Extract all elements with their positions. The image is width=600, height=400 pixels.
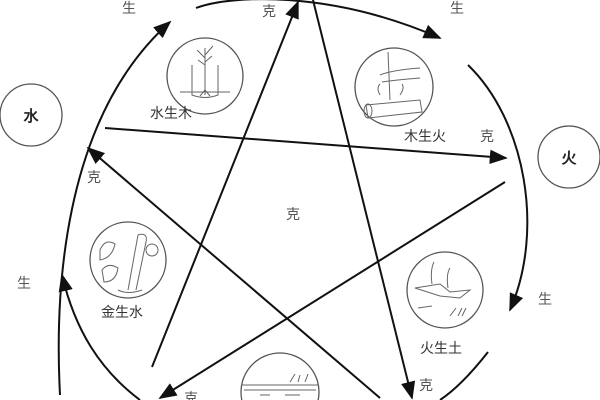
- ke-line-apex-to-bottom-right: [312, 0, 416, 400]
- sheng-arc-bottom-left: [58, 273, 141, 400]
- ash-and-grass-icon: [406, 251, 484, 329]
- ke-label-top: 克: [262, 4, 276, 20]
- sheng-cycle: [57, 0, 529, 400]
- element-fire-label: 火: [561, 149, 577, 167]
- fire-drill-on-log-icon: [354, 47, 434, 127]
- ke-line-bottom-to-apex: [151, 0, 299, 368]
- sheng-label-right: 生: [538, 292, 552, 308]
- caption-fire-earth: 火生土: [420, 341, 462, 357]
- ke-line-bottom-to-left: [86, 146, 381, 399]
- metal-vessel-condensation-icon: [89, 221, 167, 299]
- sheng-arc-top: [195, 0, 442, 39]
- ke-star: [86, 0, 508, 400]
- caption-wood-fire: 木生火: [404, 129, 446, 145]
- ke-label-bottom-right: 克: [419, 378, 433, 394]
- ke-line-right-to-bottom-left: [158, 181, 506, 399]
- element-water-label: 水: [23, 107, 39, 125]
- ke-line-water-fire: [104, 127, 508, 164]
- ke-label-bottom-left: 克: [184, 391, 198, 400]
- sheng-label-top-right: 生: [450, 1, 464, 17]
- sheng-arc-bottom-right: [439, 351, 489, 400]
- ke-label-left: 克: [87, 170, 101, 186]
- ground-layers-icon: [240, 352, 320, 400]
- sheng-arc-top-left: [57, 20, 172, 396]
- sheng-label-left: 生: [17, 276, 31, 292]
- element-fire: 火: [537, 125, 600, 189]
- sheng-arc-right: [467, 64, 529, 312]
- element-water: 水: [0, 83, 63, 147]
- sheng-label-top-left: 生: [122, 1, 136, 17]
- caption-metal-water: 金生水: [101, 305, 143, 321]
- ke-label-center: 克: [286, 207, 300, 223]
- plant-in-beaker-icon: [166, 37, 244, 115]
- caption-water-wood: 水生木: [150, 106, 192, 122]
- ke-label-right: 克: [480, 129, 494, 145]
